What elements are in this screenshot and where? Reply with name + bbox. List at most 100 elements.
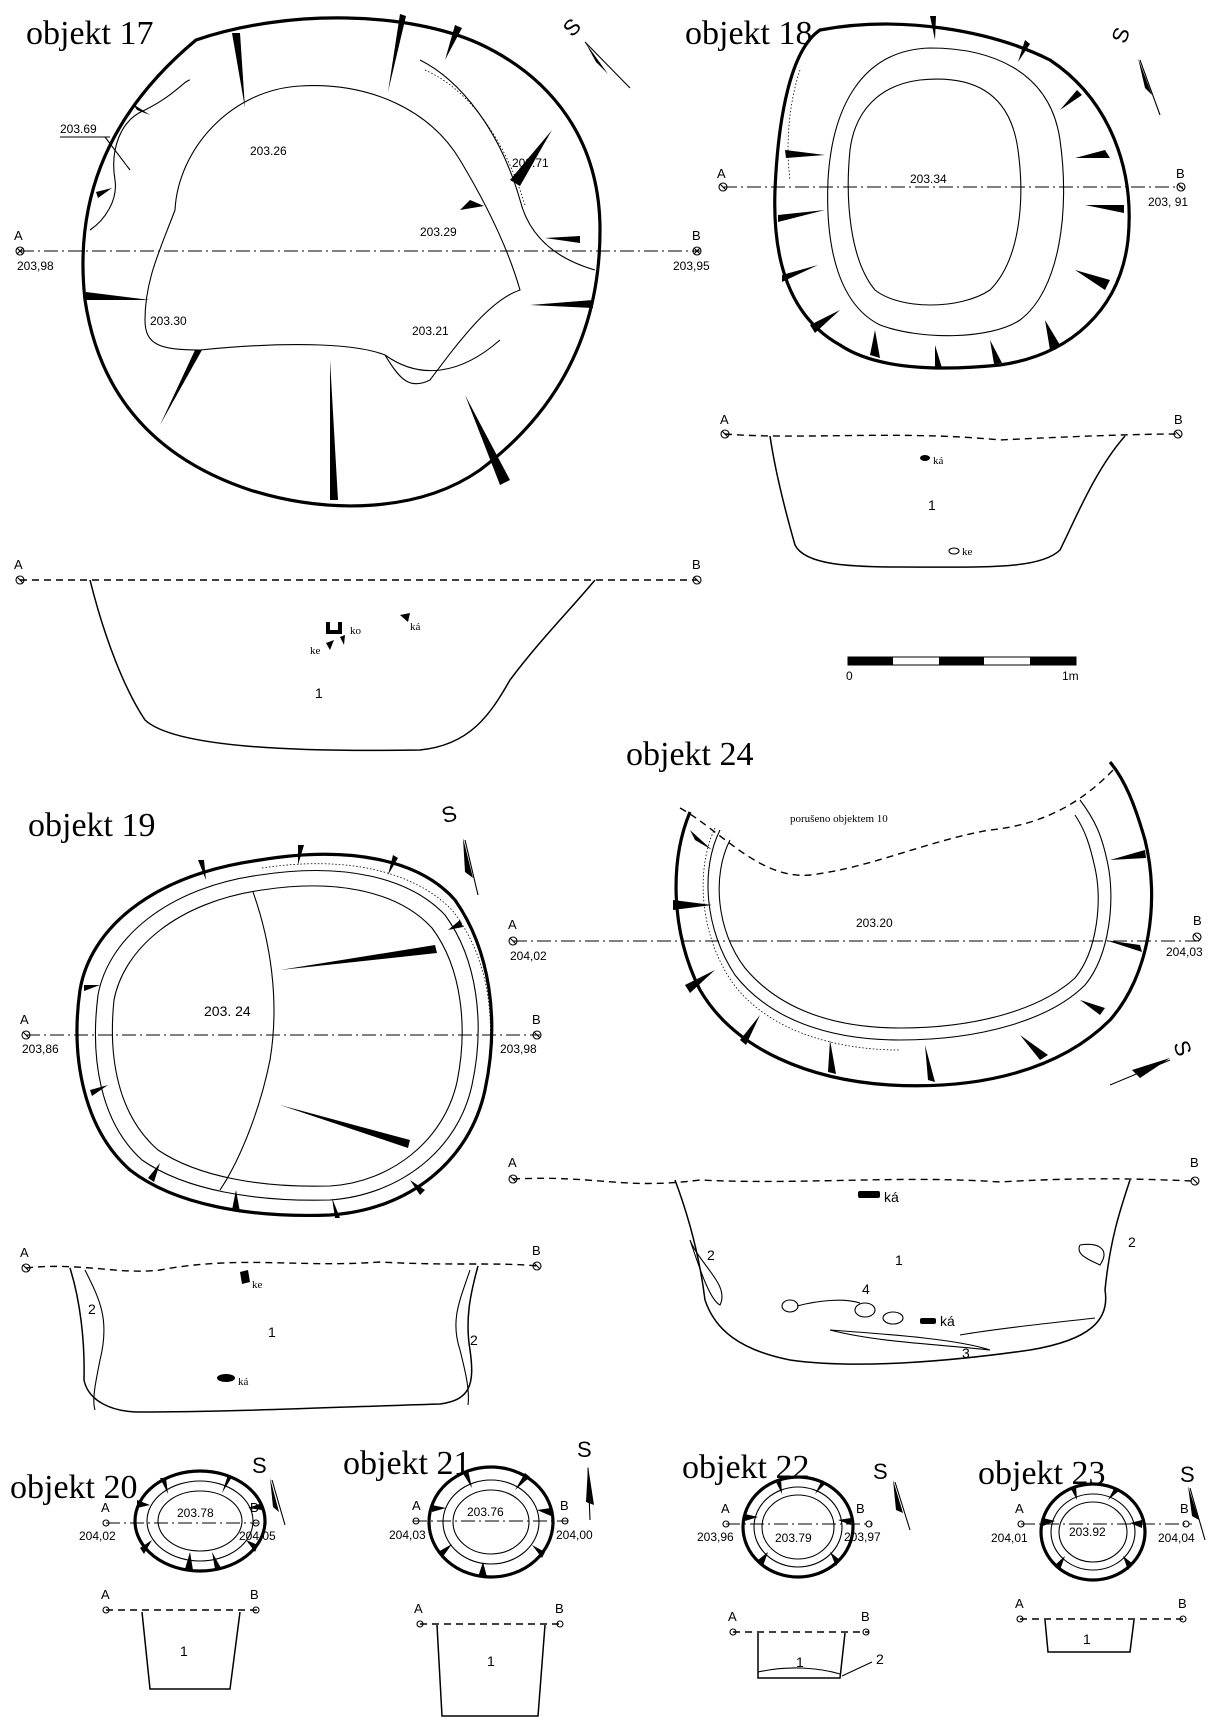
north-arrow: S (1106, 24, 1161, 116)
level-label: 203.29 (420, 225, 457, 239)
objekt-17-title: objekt 17 (26, 15, 153, 52)
objekt-24-section: A B ká ká 1 2 2 3 4 (508, 1155, 1200, 1365)
svg-text:ká: ká (884, 1189, 899, 1205)
svg-text:S: S (873, 1459, 888, 1484)
svg-text:A: A (728, 1609, 737, 1624)
svg-text:1: 1 (796, 1654, 804, 1670)
svg-text:204,03: 204,03 (389, 1528, 426, 1542)
north-arrow: S (439, 800, 479, 896)
layer-label: 1 (315, 685, 323, 701)
svg-text:204,04: 204,04 (1158, 1531, 1195, 1545)
svg-text:2: 2 (470, 1332, 478, 1348)
objekt-24: objekt 24 porušeno objektem 10 A 204,02 … (508, 736, 1203, 1365)
section-b-label: B (692, 557, 701, 572)
objekt-17-shelf-left (89, 109, 146, 231)
disturbance-note: porušeno objektem 10 (790, 813, 888, 825)
svg-text:B: B (856, 1501, 865, 1516)
svg-text:1: 1 (487, 1653, 495, 1669)
find-label-ka: ká (933, 455, 944, 467)
layer-label: 1 (928, 497, 936, 513)
objekt-17-hachures (86, 14, 593, 500)
svg-text:203,96: 203,96 (697, 1530, 734, 1544)
svg-text:1: 1 (268, 1324, 276, 1340)
svg-text:1: 1 (895, 1252, 903, 1268)
point-a-height: 203,98 (17, 259, 54, 273)
point-b-height: 203,95 (673, 259, 710, 273)
svg-text:A: A (508, 1155, 517, 1170)
find-label-ke: ke (962, 546, 973, 558)
level-label: 203. 24 (204, 1003, 251, 1019)
svg-text:A: A (414, 1601, 423, 1616)
objekt-22-title: objekt 22 (682, 1449, 809, 1486)
section-a-label: A (14, 557, 23, 572)
svg-text:A: A (101, 1587, 110, 1602)
svg-text:203.79: 203.79 (775, 1531, 812, 1545)
svg-text:203.76: 203.76 (467, 1505, 504, 1519)
objekt-17-bottom-contour (144, 85, 521, 385)
svg-text:S: S (1168, 1037, 1197, 1059)
svg-text:A: A (412, 1498, 421, 1513)
svg-text:3: 3 (962, 1345, 970, 1361)
svg-text:1: 1 (1083, 1631, 1091, 1647)
svg-text:204,05: 204,05 (239, 1529, 276, 1543)
north-arrow: S (252, 1453, 286, 1526)
svg-text:203,98: 203,98 (500, 1042, 537, 1056)
objekt-23-title: objekt 23 (978, 1455, 1105, 1492)
svg-text:2: 2 (1128, 1234, 1136, 1250)
level-label: 203.71 (512, 156, 549, 170)
objekt-20-title: objekt 20 (10, 1469, 137, 1506)
svg-text:204,02: 204,02 (510, 949, 547, 963)
svg-text:B: B (560, 1498, 569, 1513)
svg-text:A: A (20, 1245, 29, 1260)
svg-text:204,02: 204,02 (79, 1529, 116, 1543)
point-a-label: A (14, 228, 23, 243)
objekt-18-hachures (778, 16, 1124, 368)
north-arrow: S (577, 1437, 594, 1521)
svg-text:203.92: 203.92 (1069, 1525, 1106, 1539)
svg-text:B: B (1180, 1501, 1189, 1516)
level-label: 203.26 (250, 144, 287, 158)
find-label-ke: ke (310, 645, 321, 657)
objekt-18-outline (773, 22, 1131, 370)
level-label: 203.30 (150, 314, 187, 328)
svg-text:2: 2 (876, 1651, 884, 1667)
objekt-18-section: A B ká ke 1 (720, 412, 1183, 568)
svg-text:B: B (1193, 913, 1202, 928)
find-label-ka: ká (410, 621, 421, 633)
svg-text:204,03: 204,03 (1166, 945, 1203, 959)
objekt-20: objekt 20 A 204,02 B 204,05 203.78 S A B… (10, 1453, 286, 1690)
north-arrow: S (558, 13, 631, 89)
svg-text:204,00: 204,00 (556, 1528, 593, 1542)
svg-text:S: S (558, 13, 586, 41)
svg-text:2: 2 (707, 1247, 715, 1263)
svg-text:B: B (532, 1012, 541, 1027)
objekt-24-hachures (673, 830, 1146, 1082)
svg-text:1: 1 (180, 1643, 188, 1659)
level-label: 203.69 (60, 122, 97, 136)
find-label-ko: ko (350, 625, 362, 637)
objekt-21-title: objekt 21 (343, 1445, 470, 1482)
svg-text:A: A (101, 1500, 110, 1515)
svg-text:B: B (555, 1601, 564, 1616)
svg-text:A: A (508, 917, 517, 932)
point-a-label: A (717, 166, 726, 181)
objekt-17-section: A B ko ke ká 1 (14, 557, 702, 752)
objekt-19-title: objekt 19 (28, 807, 155, 844)
svg-text:203.78: 203.78 (177, 1506, 214, 1520)
objekt-23: objekt 23 A 204,01 B 204,04 203.92 S A B… (978, 1455, 1206, 1653)
svg-text:A: A (20, 1012, 29, 1027)
point-b-height: 203, 91 (1148, 195, 1188, 209)
svg-text:A: A (1015, 1596, 1024, 1611)
svg-text:ká: ká (238, 1376, 249, 1388)
svg-text:B: B (1190, 1155, 1199, 1170)
svg-text:S: S (1180, 1462, 1195, 1487)
objekt-19: objekt 19 A 203,86 B 203,98 203. 24 S (20, 800, 542, 1413)
scale-bar: 0 1m (846, 656, 1079, 683)
svg-text:2: 2 (88, 1301, 96, 1317)
svg-text:S: S (1106, 24, 1135, 46)
svg-text:A: A (720, 412, 729, 427)
scale-end: 1m (1062, 669, 1079, 683)
objekt-18-title: objekt 18 (685, 15, 812, 52)
svg-text:4: 4 (862, 1281, 870, 1297)
